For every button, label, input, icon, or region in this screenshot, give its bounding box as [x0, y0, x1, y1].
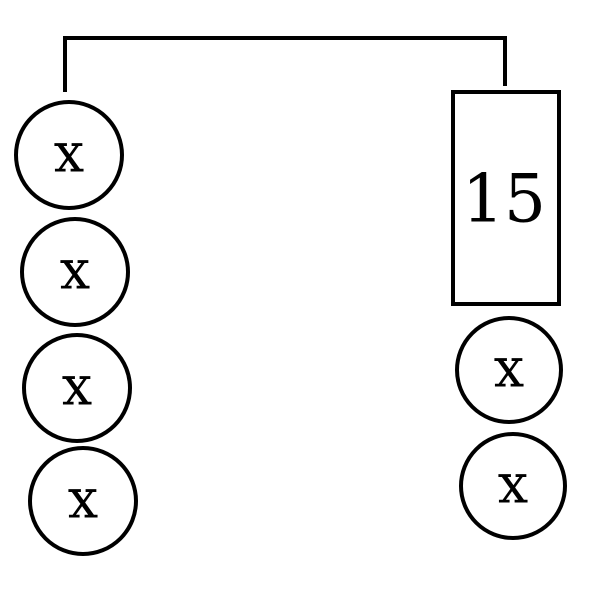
left-side: x x x x [14, 100, 138, 556]
left-circle-1-label: x [54, 122, 84, 185]
left-circle-4-label: x [68, 468, 98, 531]
left-circle-2-label: x [60, 239, 90, 302]
right-side: 15 x x [451, 90, 567, 540]
right-circle-2: x [459, 432, 567, 540]
left-circle-1: x [14, 100, 124, 210]
left-circle-3-label: x [62, 355, 92, 418]
right-circle-1-label: x [494, 337, 524, 400]
hanger [63, 36, 507, 92]
left-circle-4: x [28, 446, 138, 556]
right-circle-2-label: x [498, 453, 528, 516]
right-circle-1: x [455, 316, 563, 424]
left-circle-2: x [20, 217, 130, 327]
left-circle-3: x [22, 333, 132, 443]
weight-box: 15 [451, 90, 561, 306]
weight-box-label: 15 [462, 161, 546, 238]
